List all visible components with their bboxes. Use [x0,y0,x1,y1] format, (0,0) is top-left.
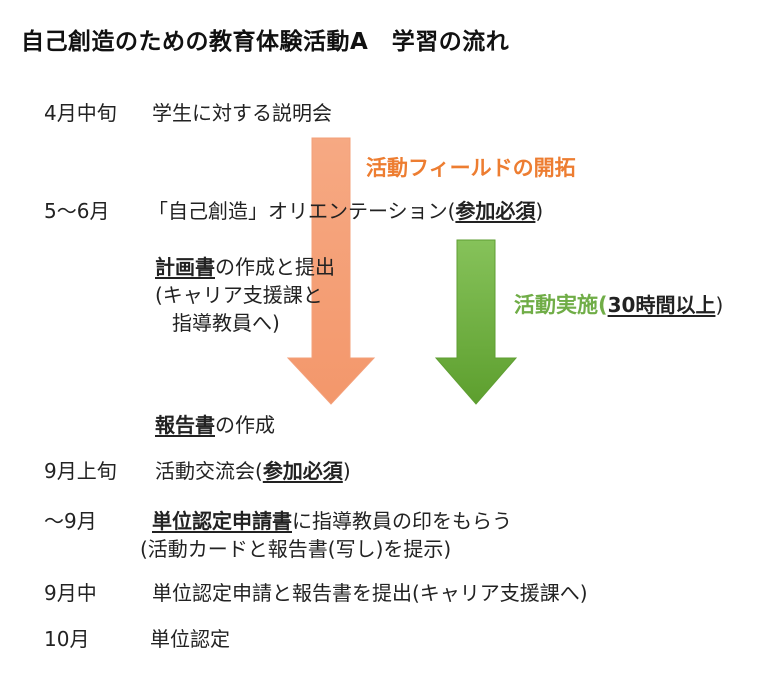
activity-implementation-arrow [434,239,518,405]
field-development-arrow [286,137,376,405]
exchange-meeting-required: 参加必須 [262,459,343,483]
orientation-text: 「自己創造」オリエンテーション( [148,199,456,223]
orientation-close: ) [535,199,544,223]
report-action: の作成 [215,413,275,437]
row-when-2: 5～6月 [44,199,110,223]
field-development-label: 活動フィールドの開拓 [366,156,576,180]
row-text-4: 活動交流会(参加必須) [155,458,351,484]
row-when-4: 9月上旬 [44,459,117,483]
row-text-5-line-2: (活動カードと報告書(写し)を提示) [140,537,452,561]
row-text-6: 単位認定申請と報告書を提出(キャリア支援課へ) [152,581,588,605]
row-when-5: ～9月 [44,509,97,533]
plan-line-2: (キャリア支援課と [155,283,323,307]
activity-hours-requirement: 30時間以上 [607,293,716,317]
orange-arrow-label: 活動フィールドの開拓 [366,152,576,182]
plan-line-1: 計画書の作成と提出 [155,254,335,280]
activity-label-suffix: ) [715,293,724,317]
row-when-7: 10月 [44,627,90,651]
green-arrow-label: 活動実施(30時間以上) [514,292,723,318]
page-title: 自己創造のための教育体験活動A 学習の流れ [21,29,510,55]
activity-label-prefix: 活動実施( [514,293,608,317]
exchange-meeting-text: 活動交流会( [155,459,263,483]
report-line: 報告書の作成 [155,412,275,438]
orientation-required: 参加必須 [455,199,536,223]
credit-application-action: に指導教員の印をもらう [292,509,512,533]
credit-application-form: 単位認定申請書 [152,509,292,533]
report-document: 報告書 [155,413,215,437]
row-text-1: 学生に対する説明会 [152,101,332,125]
row-when-1: 4月中旬 [44,101,117,125]
row-text-2: 「自己創造」オリエンテーション(参加必須) [148,198,543,224]
plan-action: の作成と提出 [215,255,335,279]
row-text-7: 単位認定 [150,627,230,651]
plan-line-3: 指導教員へ) [172,311,280,335]
row-when-6: 9月中 [44,581,97,605]
plan-document: 計画書 [155,255,215,279]
exchange-meeting-close: ) [342,459,351,483]
row-text-5: 単位認定申請書に指導教員の印をもらう [152,508,512,534]
